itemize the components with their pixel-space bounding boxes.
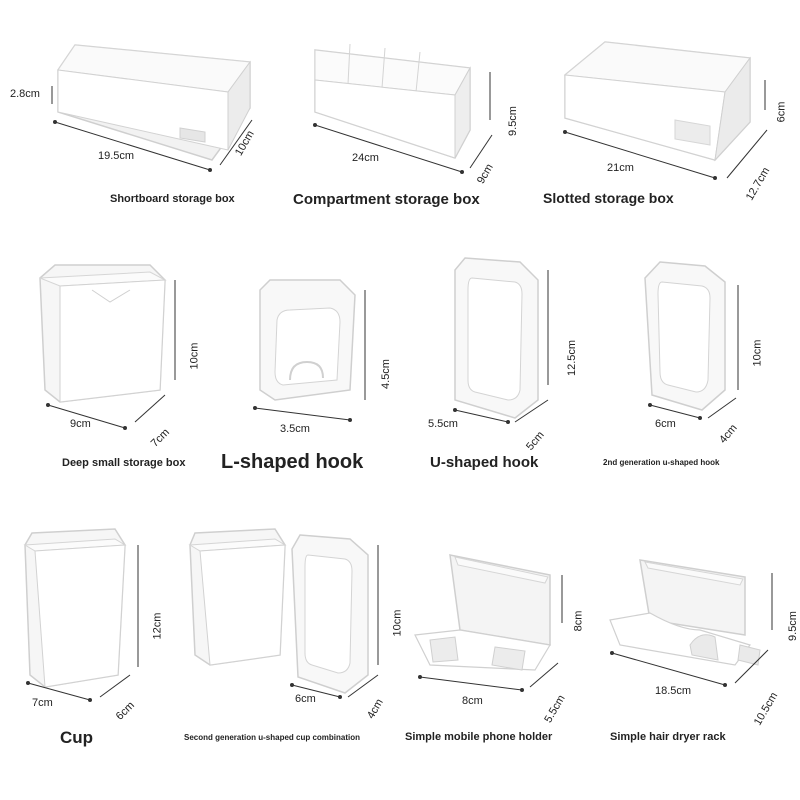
u-hook-2-image bbox=[644, 261, 739, 420]
product-cup: 12cm 7cm 6cm Cup bbox=[0, 505, 180, 775]
dim-height: 9.5cm bbox=[506, 106, 519, 136]
dim-width: 3.5cm bbox=[280, 423, 310, 435]
product-u-shaped-hook: 12.5cm 5.5cm 5cm U-shaped hook bbox=[400, 250, 590, 475]
product-deep-small-storage-box: 10cm 9cm 7cm Deep small storage box bbox=[0, 250, 215, 475]
dim-width: 6cm bbox=[295, 693, 316, 705]
caption: U-shaped hook bbox=[430, 454, 539, 471]
dim-length: 21cm bbox=[607, 162, 634, 174]
u-hook-image bbox=[453, 257, 549, 424]
product-u-shaped-cup-combination: 10cm 6cm 4cm Second generation u-shaped … bbox=[180, 505, 403, 775]
dim-length: 19.5cm bbox=[98, 150, 135, 162]
dim-width: 6cm bbox=[655, 418, 676, 430]
caption: Slotted storage box bbox=[543, 190, 674, 206]
shortboard-box-image bbox=[51, 44, 253, 172]
caption: L-shaped hook bbox=[221, 451, 364, 473]
slotted-box-image bbox=[563, 41, 768, 180]
dim-height: 12.5cm bbox=[566, 339, 579, 377]
product-hair-dryer-rack: 9.5cm 18.5cm 10.5cm Simple hair dryer ra… bbox=[600, 505, 800, 775]
caption: Simple mobile phone holder bbox=[405, 731, 553, 743]
dim-height: 10cm bbox=[751, 339, 764, 367]
dim-width: 8cm bbox=[462, 695, 483, 707]
dim-height: 2.8cm bbox=[10, 88, 40, 100]
product-slotted-storage-box: 21cm 6cm 12.7cm Slotted storage box bbox=[535, 0, 800, 220]
hair-dryer-rack-image bbox=[609, 559, 773, 687]
caption: 2nd generation u-shaped hook bbox=[603, 458, 720, 467]
product-l-shaped-hook: 4.5cm 3.5cm L-shaped hook bbox=[215, 250, 400, 475]
cup-image bbox=[23, 528, 139, 702]
dim-height: 8cm bbox=[572, 610, 585, 632]
dim-height: 4.5cm bbox=[379, 359, 392, 389]
dim-height: 10cm bbox=[188, 342, 201, 370]
dim-height: 12cm bbox=[151, 612, 164, 640]
product-compartment-storage-box: 24cm 9.5cm 9cm Compartment storage box bbox=[270, 0, 535, 220]
caption: Deep small storage box bbox=[62, 457, 186, 469]
caption: Shortboard storage box bbox=[110, 193, 235, 205]
dim-height: 6cm bbox=[775, 101, 788, 123]
dim-height: 9.5cm bbox=[786, 611, 799, 641]
caption: Simple hair dryer rack bbox=[610, 731, 726, 743]
caption: Cup bbox=[60, 728, 94, 747]
caption: Second generation u-shaped cup combinati… bbox=[184, 733, 361, 742]
cup-combination-image bbox=[188, 528, 379, 699]
dim-width: 5.5cm bbox=[428, 418, 458, 430]
compartment-box-image bbox=[313, 43, 493, 174]
dim-width: 7cm bbox=[32, 697, 53, 709]
l-hook-image bbox=[253, 279, 366, 422]
caption: Compartment storage box bbox=[293, 191, 480, 208]
product-mobile-phone-holder: 8cm 8cm 5.5cm Simple mobile phone holder bbox=[400, 505, 600, 775]
product-2nd-gen-u-shaped-hook: 10cm 6cm 4cm 2nd generation u-shaped hoo… bbox=[590, 250, 800, 475]
deep-box-image bbox=[39, 264, 176, 430]
phone-holder-image bbox=[414, 554, 563, 692]
dim-width: 18.5cm bbox=[655, 685, 692, 697]
product-shortboard-storage-box: 2.8cm 19.5cm 10cm Shortboard storage box bbox=[0, 0, 270, 220]
dim-length: 24cm bbox=[352, 152, 379, 164]
dim-width: 9cm bbox=[70, 418, 91, 430]
